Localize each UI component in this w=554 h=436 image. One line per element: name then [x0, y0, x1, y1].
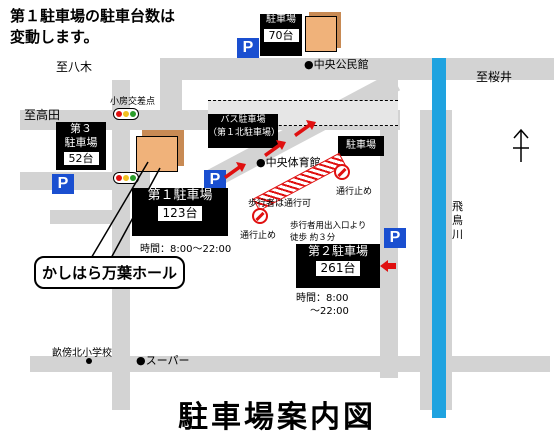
- lot1: 第１駐車場 123台: [132, 188, 228, 236]
- lot2-count: 261台: [315, 261, 361, 276]
- kominkan-label: ●中央公民館: [304, 58, 369, 71]
- school-label: 畝傍北小学校: [52, 348, 112, 359]
- lot1-count: 123台: [157, 206, 203, 222]
- lot2-walk-note: 歩行者用出入口より 徒歩 約３分: [290, 221, 367, 243]
- parking-sign-lot2: P: [384, 228, 406, 248]
- road-vertical-center: [380, 58, 398, 378]
- kominkan-lot: 駐車場 70台: [260, 14, 302, 56]
- lot3: 第３ 駐車場 52台: [56, 122, 106, 170]
- river-asuka: [432, 58, 446, 418]
- traffic-signal-kobo: [113, 108, 139, 120]
- parking-sign-lot1: P: [204, 170, 226, 190]
- north-arrow-icon: [513, 128, 529, 162]
- road-west-lower: [50, 210, 120, 224]
- closed-note-2: 通行止め: [336, 187, 373, 197]
- no-entry-icon-2: [334, 164, 350, 180]
- gym-lot: 駐車場: [338, 136, 384, 156]
- to-sakurai: 至桜井: [476, 70, 513, 84]
- no-entry-icon-1: [252, 208, 268, 224]
- venue-label: かしはら万葉ホール: [34, 256, 186, 289]
- gym-label: ●中央体育館: [256, 156, 321, 169]
- route-arrows: [224, 120, 316, 179]
- parking-sign-kominkan: P: [237, 38, 259, 58]
- lot2-hours: 時間：8:00 ～22:00: [296, 293, 349, 317]
- kobo-crossing: 小房交差点: [110, 97, 156, 107]
- school-dot: [86, 358, 92, 364]
- traffic-signal-hall: [113, 172, 139, 184]
- parking-sign-lot3: P: [52, 174, 74, 194]
- closed-note-1: 通行止め: [240, 231, 277, 241]
- lot1-hours: 時間：8:00～22:00: [140, 244, 232, 255]
- notice: 第１駐車場の駐車台数は 変動します。: [10, 6, 175, 48]
- map-title: 駐車場案内図: [178, 400, 376, 435]
- bus-lot: バス駐車場 （第１北駐車場）: [208, 114, 280, 148]
- lot2: 第２駐車場 261台: [296, 244, 380, 288]
- road-top: [160, 58, 554, 80]
- road-bottom: [30, 356, 550, 372]
- walk-ok-note: 歩行者は通行可: [248, 199, 312, 209]
- lot2-arrow: [380, 260, 396, 272]
- road-vertical-left: [112, 80, 130, 410]
- road-north: [160, 58, 182, 118]
- kominkan-building: [305, 16, 337, 52]
- lot1-name: 第１駐車場: [147, 188, 213, 203]
- notice-line1: 第１駐車場の駐車台数は: [10, 7, 176, 25]
- river-label: 飛鳥川: [452, 200, 463, 241]
- to-hachiki: 至八木: [56, 60, 93, 74]
- super-label: ●スーパー: [136, 354, 190, 367]
- lot2-name: 第２駐車場: [307, 244, 368, 258]
- notice-line2: 変動します。: [10, 28, 99, 46]
- to-takada: 至高田: [24, 108, 61, 122]
- hall-building: [136, 136, 178, 172]
